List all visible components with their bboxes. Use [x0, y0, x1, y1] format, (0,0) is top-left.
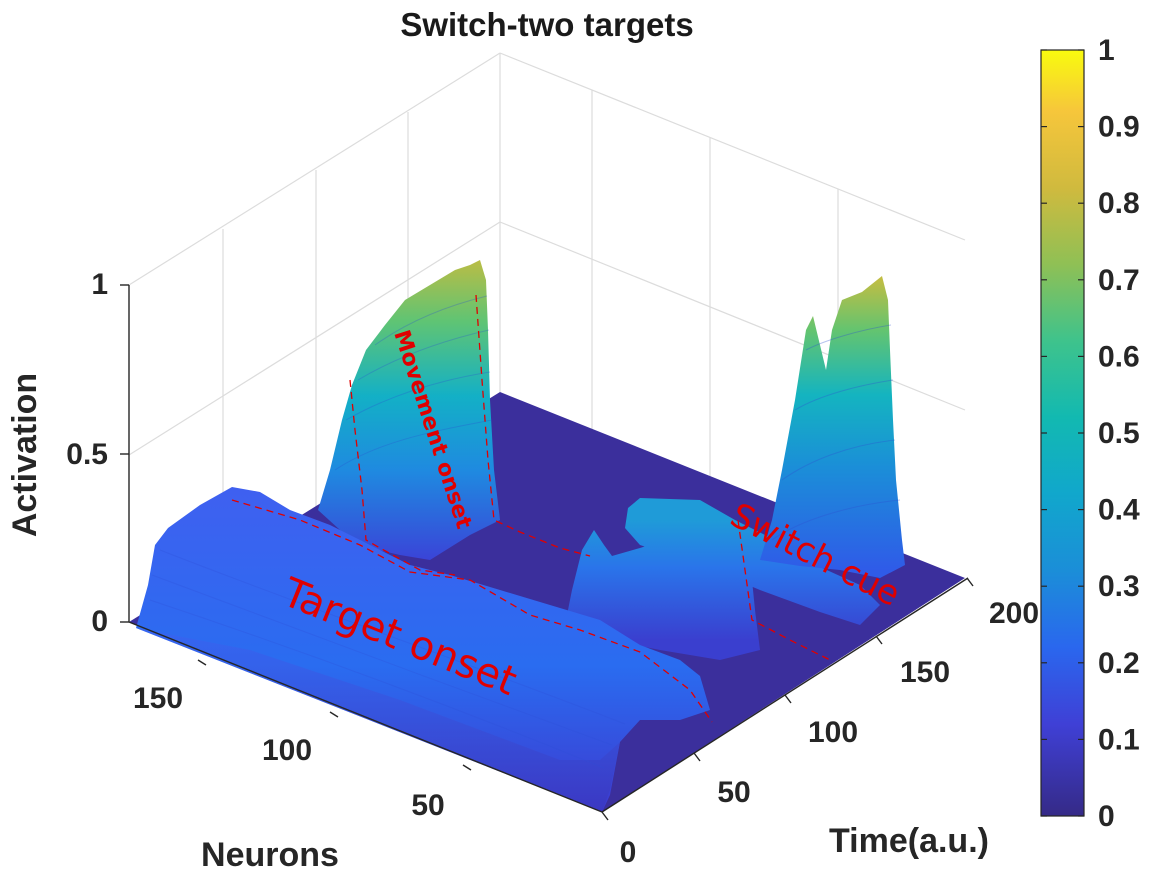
x-tick-label: 100: [808, 716, 858, 749]
chart-title: Switch-two targets: [400, 6, 693, 43]
z-axis-label: Activation: [6, 373, 44, 537]
colorbar-tick-label: 0: [1098, 800, 1115, 833]
surface-peak-switch: [760, 276, 905, 578]
colorbar-labels: 0 0.1 0.2 0.3 0.4 0.5 0.6 0.7 0.8 0.9 1: [1098, 34, 1140, 833]
x-tick-label: 150: [900, 656, 950, 689]
y-axis-line: [128, 621, 603, 813]
axes-grid: [128, 52, 966, 570]
colorbar-tick-label: 0.1: [1098, 723, 1140, 756]
colorbar-tick-label: 0.3: [1098, 570, 1140, 603]
colorbar-tick-label: 0.8: [1098, 187, 1140, 220]
target-onset-line: [231, 499, 713, 723]
colorbar-tick-label: 0.2: [1098, 647, 1140, 680]
surface-ridge-front-face: [136, 628, 640, 812]
x-tick-label: 200: [989, 597, 1039, 630]
z-tick-label: 1: [91, 268, 108, 301]
x-axis-label: Time(a.u.): [829, 822, 989, 860]
movement-onset-line: [349, 379, 456, 576]
x-tick-label: 50: [717, 776, 750, 809]
y-tick-label: 100: [262, 734, 312, 767]
z-tick-label: 0.5: [66, 438, 108, 471]
switch-cue-line: [737, 519, 831, 661]
colorbar-tick-label: 0.7: [1098, 264, 1140, 297]
surface-peak-movement: [318, 260, 500, 560]
movement-onset-line-2: [475, 294, 591, 557]
colorbar: [1040, 49, 1085, 817]
colorbar-tick-label: 0.9: [1098, 111, 1140, 144]
surface-switch-bump: [565, 520, 760, 660]
colorbar-tick-label: 0.4: [1098, 494, 1140, 527]
y-tick-label: 50: [411, 789, 444, 822]
z-tick-label: 0: [91, 605, 108, 638]
x-tick-label: 0: [620, 836, 637, 869]
colorbar-tick-label: 0.5: [1098, 417, 1140, 450]
colorbar-ticks: [1041, 49, 1084, 817]
event-lines: [231, 294, 831, 723]
colorbar-tick-label: 1: [1098, 34, 1115, 67]
colorbar-tick-label: 0.6: [1098, 340, 1140, 373]
y-axis-label: Neurons: [201, 836, 339, 871]
y-tick-label: 150: [133, 682, 183, 715]
surface-ridge-target: [136, 487, 710, 812]
